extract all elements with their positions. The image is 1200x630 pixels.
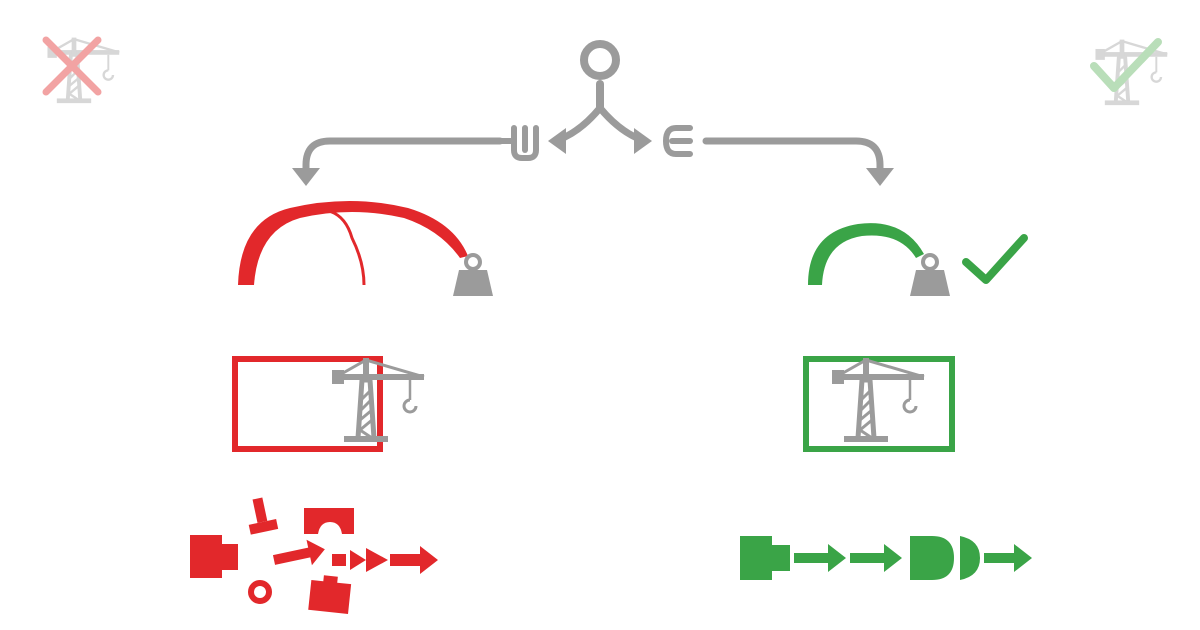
- arrow-connector-3: [984, 544, 1032, 572]
- person-node-icon: [580, 40, 620, 112]
- compact-arc-success: [808, 223, 924, 285]
- arrow-connector-2: [850, 544, 902, 572]
- checkmark-icon: [962, 234, 1028, 284]
- plug-block-icon: [190, 535, 238, 578]
- half-disc-connector: [960, 536, 980, 580]
- hammer-piece: [248, 497, 279, 535]
- arrowhead-left-small: [548, 128, 566, 154]
- d-shaped-connector-icon: [910, 536, 954, 580]
- connector-left: [302, 137, 504, 176]
- weight-icon: [908, 253, 952, 298]
- connector-right: [702, 137, 884, 176]
- three-prong-plug-icon: [497, 125, 539, 161]
- site-frame-fail: [232, 356, 383, 452]
- site-frame-success: [803, 356, 955, 452]
- ring-piece: [248, 580, 272, 604]
- cross-mark-icon: [42, 36, 102, 96]
- arrowhead-right-down: [866, 168, 894, 186]
- split-arms: [554, 104, 646, 144]
- check-mark-faded-icon: [1090, 38, 1162, 92]
- arrowhead-left-down: [292, 168, 320, 186]
- pipeline-scattered-fail: [190, 497, 438, 614]
- plug-block-icon: [740, 536, 790, 580]
- arrow-segment-1: [272, 539, 325, 566]
- two-prong-plug-icon: [662, 125, 693, 157]
- tower-crane-icon: [832, 358, 924, 442]
- arrowhead-right-small: [634, 128, 652, 154]
- arrow-segment-2: [332, 546, 438, 574]
- arrow-connector-1: [794, 544, 846, 572]
- cup-piece: [308, 575, 352, 614]
- notched-block: [304, 508, 354, 534]
- weight-icon: [451, 253, 495, 298]
- pipeline-aligned-success: [740, 536, 1032, 580]
- oversized-arc-fail: [238, 201, 468, 286]
